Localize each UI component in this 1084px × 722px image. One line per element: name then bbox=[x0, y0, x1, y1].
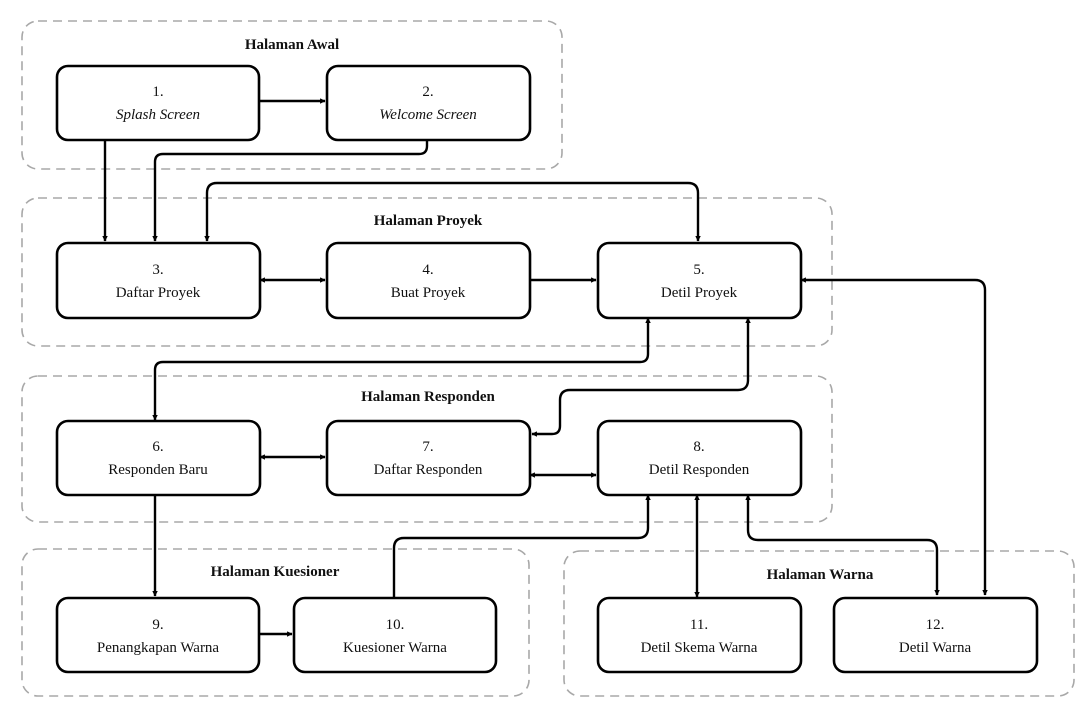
node-box[interactable] bbox=[596, 596, 803, 674]
edge-5-to-12 bbox=[800, 277, 988, 596]
node-number: 4. bbox=[422, 262, 433, 278]
node-title: Splash Screen bbox=[116, 107, 200, 123]
group-halaman-awal: Halaman Awal bbox=[21, 20, 563, 170]
group-responden-label: Halaman Responden bbox=[361, 389, 495, 405]
node-5-detil-proyek[interactable]: 5. Detil Proyek bbox=[596, 241, 803, 320]
node-6-responden-baru[interactable]: 6. Responden Baru bbox=[55, 419, 262, 497]
node-box[interactable] bbox=[832, 596, 1039, 674]
node-number: 5. bbox=[693, 262, 704, 278]
node-box[interactable] bbox=[55, 596, 261, 674]
node-box[interactable] bbox=[325, 241, 532, 320]
node-box[interactable] bbox=[325, 419, 532, 497]
node-title: Welcome Screen bbox=[379, 107, 477, 123]
node-7-daftar-responden[interactable]: 7. Daftar Responden bbox=[325, 419, 532, 497]
node-1-splash-screen[interactable]: 1. Splash Screen bbox=[55, 64, 261, 142]
node-box[interactable] bbox=[596, 241, 803, 320]
node-number: 6. bbox=[152, 439, 163, 455]
edge-3-to-5 bbox=[204, 181, 701, 242]
edge-2-to-3 bbox=[152, 140, 429, 242]
node-title: Daftar Proyek bbox=[116, 285, 201, 301]
edge-10-to-8 bbox=[392, 494, 651, 597]
node-3-daftar-proyek[interactable]: 3. Daftar Proyek bbox=[55, 241, 262, 320]
group-proyek-border bbox=[21, 197, 833, 347]
node-10-kuesioner-warna[interactable]: 10. Kuesioner Warna bbox=[292, 596, 498, 674]
node-number: 7. bbox=[422, 439, 433, 455]
group-proyek-label: Halaman Proyek bbox=[374, 213, 483, 229]
edge-8-to-12 bbox=[745, 494, 940, 596]
node-box[interactable] bbox=[596, 419, 803, 497]
group-warna-label: Halaman Warna bbox=[767, 567, 874, 583]
node-title: Responden Baru bbox=[108, 462, 208, 478]
node-4-buat-proyek[interactable]: 4. Buat Proyek bbox=[325, 241, 532, 320]
group-halaman-proyek: Halaman Proyek bbox=[21, 197, 833, 347]
node-number: 2. bbox=[422, 84, 433, 100]
group-kuesioner-label: Halaman Kuesioner bbox=[211, 564, 340, 580]
node-number: 3. bbox=[152, 262, 163, 278]
node-title: Detil Proyek bbox=[661, 285, 738, 301]
node-9-penangkapan-warna[interactable]: 9. Penangkapan Warna bbox=[55, 596, 261, 674]
node-box[interactable] bbox=[55, 241, 262, 320]
node-12-detil-warna[interactable]: 12. Detil Warna bbox=[832, 596, 1039, 674]
node-title: Kuesioner Warna bbox=[343, 640, 447, 656]
node-box[interactable] bbox=[325, 64, 532, 142]
edges bbox=[102, 98, 988, 637]
group-awal-label: Halaman Awal bbox=[245, 37, 339, 53]
node-title: Buat Proyek bbox=[391, 285, 466, 301]
node-number: 8. bbox=[693, 439, 704, 455]
group-kuesioner-border bbox=[21, 548, 530, 697]
node-number: 12. bbox=[926, 617, 945, 633]
group-warna-border bbox=[563, 550, 1075, 697]
node-box[interactable] bbox=[55, 419, 262, 497]
group-awal-border bbox=[21, 20, 563, 170]
node-title: Penangkapan Warna bbox=[97, 640, 220, 656]
node-2-welcome-screen[interactable]: 2. Welcome Screen bbox=[325, 64, 532, 142]
node-box[interactable] bbox=[292, 596, 498, 674]
group-halaman-kuesioner: Halaman Kuesioner bbox=[21, 548, 530, 697]
edge-5-to-7 bbox=[531, 317, 751, 437]
node-title: Detil Skema Warna bbox=[641, 640, 758, 656]
node-box[interactable] bbox=[55, 64, 261, 142]
node-title: Daftar Responden bbox=[374, 462, 483, 478]
node-8-detil-responden[interactable]: 8. Detil Responden bbox=[596, 419, 803, 497]
node-11-detil-skema-warna[interactable]: 11. Detil Skema Warna bbox=[596, 596, 803, 674]
node-title: Detil Responden bbox=[649, 462, 750, 478]
node-number: 9. bbox=[152, 617, 163, 633]
node-number: 11. bbox=[690, 617, 708, 633]
node-number: 1. bbox=[152, 84, 163, 100]
node-title: Detil Warna bbox=[899, 640, 972, 656]
node-number: 10. bbox=[386, 617, 405, 633]
